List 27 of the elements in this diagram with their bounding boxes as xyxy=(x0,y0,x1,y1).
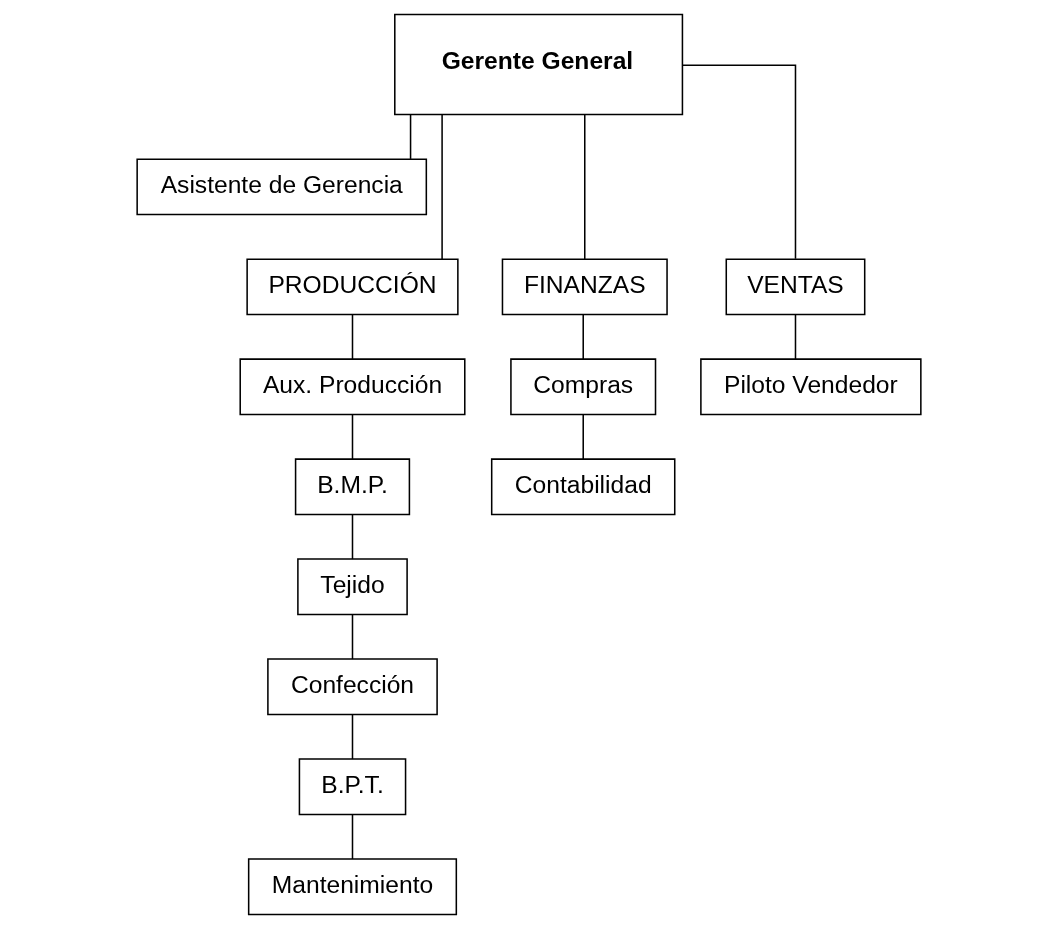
connector xyxy=(581,313,584,360)
connector xyxy=(583,114,586,260)
node-box: VENTAS xyxy=(725,258,865,316)
node-box: Compras xyxy=(509,358,656,416)
connector xyxy=(581,413,584,460)
node-box: B.M.P. xyxy=(294,458,410,516)
node-box: Contabilidad xyxy=(490,458,675,516)
connector xyxy=(794,313,796,360)
node-box: B.P.T. xyxy=(298,758,406,816)
connector xyxy=(351,313,353,360)
connector xyxy=(351,613,353,660)
connector xyxy=(440,114,443,260)
node-box: Aux. Producción xyxy=(238,358,466,416)
connector xyxy=(351,713,353,760)
node-box: Mantenimiento xyxy=(247,858,457,916)
node-box: Tejido xyxy=(296,558,408,616)
connector xyxy=(409,114,411,160)
connector xyxy=(351,513,353,560)
connector xyxy=(351,813,353,860)
connector xyxy=(681,64,796,260)
node-box: PRODUCCIÓN xyxy=(245,258,459,316)
node-box: Piloto Vendedor xyxy=(699,358,922,416)
node-box: Gerente General xyxy=(393,13,683,116)
connector xyxy=(351,413,353,460)
node-box: Confección xyxy=(266,658,438,716)
node-box: FINANZAS xyxy=(501,258,668,316)
node-box: Asistente de Gerencia xyxy=(135,158,427,216)
